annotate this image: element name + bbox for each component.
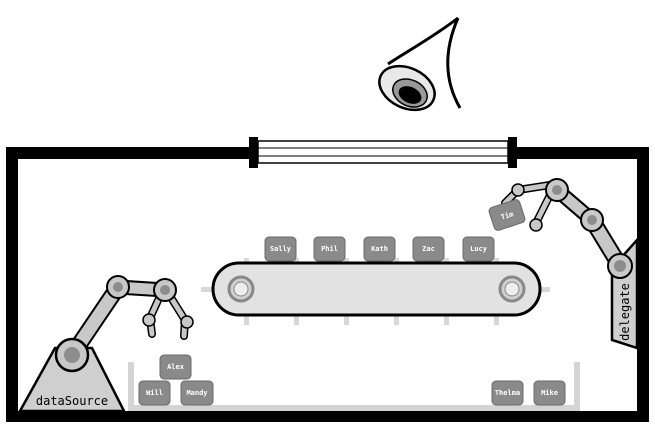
- robot-arm-left: [17, 275, 194, 413]
- floor-tray: [128, 362, 580, 411]
- floor-boxes-right: Thelma Mike: [491, 380, 566, 406]
- floor-box-label: Mandy: [186, 389, 208, 397]
- belt-boxes: Sally Phil Kath Zac Lucy: [264, 236, 495, 262]
- floor-box-label: Will: [146, 389, 163, 397]
- floor-box: Thelma: [491, 380, 524, 406]
- delegate-label: delegate: [618, 283, 632, 341]
- data-source-label: dataSource: [36, 394, 108, 408]
- floor-box: Mandy: [180, 380, 214, 406]
- floor-box: Will: [138, 380, 171, 406]
- floor-box-label: Alex: [167, 363, 185, 371]
- belt-box: Zac: [412, 236, 445, 262]
- belt-box-label: Phil: [321, 245, 338, 253]
- floor-boxes-left: Alex Will Mandy: [138, 354, 214, 406]
- belt-box-label: Sally: [270, 245, 292, 253]
- belt-box-label: Zac: [422, 245, 435, 253]
- eye-icon: [378, 16, 462, 112]
- held-box: Tim: [488, 199, 526, 231]
- belt-box-label: Kath: [371, 245, 388, 253]
- floor-box: Alex: [159, 354, 192, 380]
- belt-box: Sally: [264, 236, 297, 262]
- belt-box-label: Lucy: [470, 245, 488, 253]
- room-walls: [6, 147, 649, 422]
- held-box-label: Tim: [500, 210, 515, 222]
- floor-box-label: Thelma: [495, 389, 520, 397]
- belt-box: Kath: [363, 236, 396, 262]
- conveyor-belt: [201, 258, 550, 325]
- window: [249, 137, 517, 168]
- robot-arm-right: [501, 178, 639, 350]
- floor-box-label: Mike: [541, 389, 558, 397]
- belt-box: Phil: [313, 236, 346, 262]
- belt-box: Lucy: [462, 236, 495, 262]
- floor-box: Mike: [533, 380, 566, 406]
